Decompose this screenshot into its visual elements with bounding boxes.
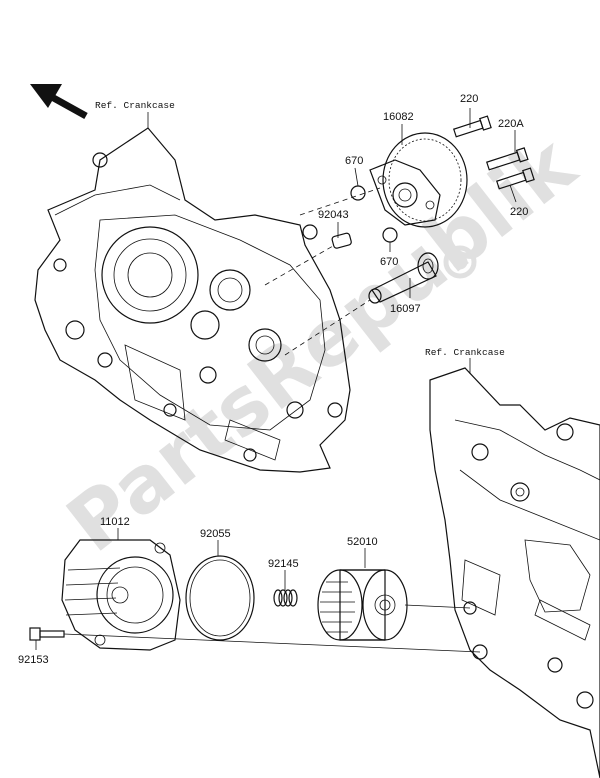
o-ring-670-top xyxy=(350,185,366,201)
front-direction-arrow xyxy=(30,84,88,120)
label-92145: 92145 xyxy=(268,558,299,570)
label-670-top: 670 xyxy=(345,155,363,167)
label-92153: 92153 xyxy=(18,654,49,666)
bolt-92153 xyxy=(29,627,65,641)
label-220-bottom: 220 xyxy=(510,206,528,218)
label-ref-crankcase-top: Ref. Crankcase xyxy=(95,100,175,111)
oil-filter-cover-11012 xyxy=(61,539,181,651)
bolt-220-top xyxy=(453,115,492,138)
label-220a: 220A xyxy=(498,118,524,130)
watermark-text: PartsRepublik xyxy=(51,119,593,570)
label-16097: 16097 xyxy=(390,303,421,315)
dowel-pin-92043 xyxy=(331,232,352,249)
bolt-220-bottom xyxy=(496,167,535,190)
bolt-220a xyxy=(486,147,529,171)
label-220-top: 220 xyxy=(460,93,478,105)
spring-92145 xyxy=(273,589,298,607)
crankcase-left xyxy=(34,127,351,473)
pipe-16097 xyxy=(368,252,439,304)
label-52010: 52010 xyxy=(347,536,378,548)
o-ring-92055 xyxy=(185,555,255,641)
label-11012: 11012 xyxy=(100,516,130,528)
crankcase-right xyxy=(429,367,600,778)
o-ring-92055-inner xyxy=(189,559,251,637)
label-92055: 92055 xyxy=(200,528,231,540)
label-ref-crankcase-right: Ref. Crankcase xyxy=(425,347,505,358)
watermark: PartsRepublik xyxy=(51,119,593,570)
gear-watermark-icon xyxy=(443,245,477,279)
oil-filter-52010 xyxy=(317,569,408,641)
label-16082: 16082 xyxy=(383,111,414,123)
label-92043: 92043 xyxy=(318,209,349,221)
label-670-bottom: 670 xyxy=(380,256,398,268)
oil-pump-16082 xyxy=(369,132,468,228)
